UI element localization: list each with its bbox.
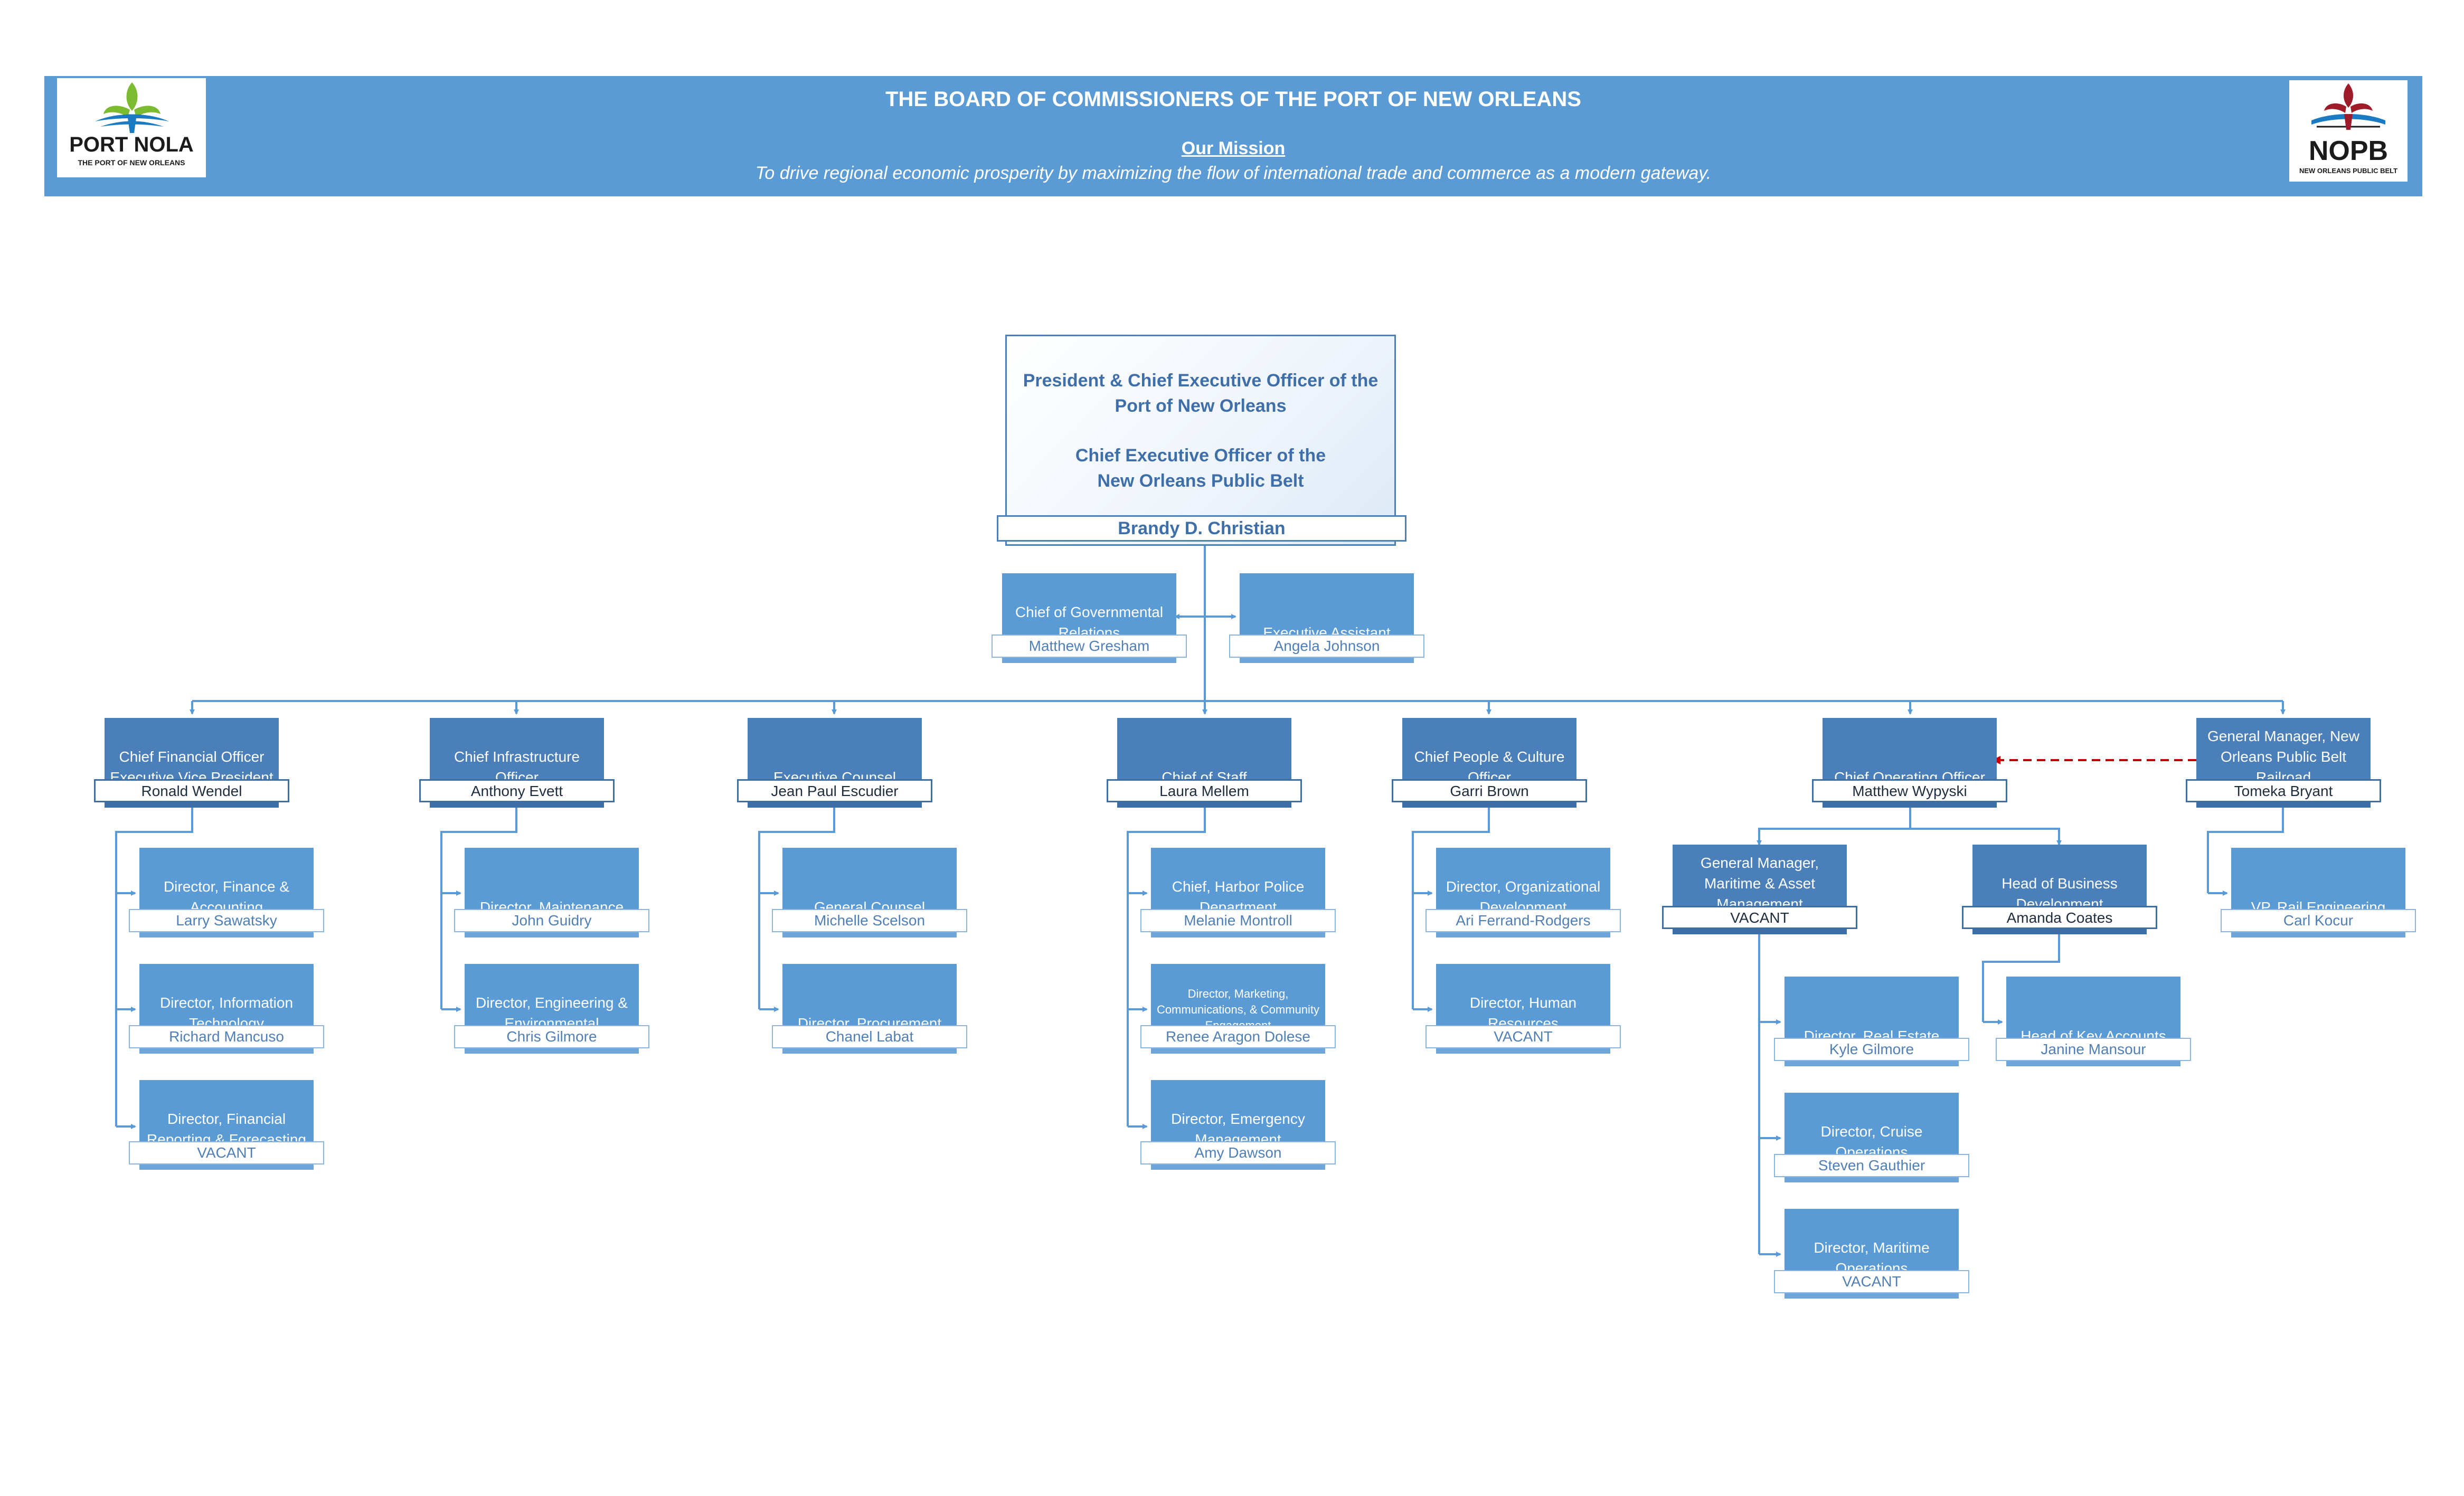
node-shadow bbox=[1436, 1048, 1610, 1054]
node-shadow bbox=[782, 1048, 957, 1054]
board-title: THE BOARD OF COMMISSIONERS OF THE PORT O… bbox=[885, 88, 1581, 111]
node-shadow bbox=[139, 932, 314, 938]
node-name: Chanel Labat bbox=[772, 1025, 967, 1048]
node-name: VACANT bbox=[1662, 906, 1857, 929]
node-name: Anthony Evett bbox=[419, 779, 615, 802]
nopb-logo: NOPB NEW ORLEANS PUBLIC BELT bbox=[2289, 80, 2408, 182]
ceo-title-line: President & Chief Executive Officer of t… bbox=[1023, 371, 1379, 391]
node-shadow bbox=[748, 802, 922, 808]
node-shadow bbox=[1823, 802, 1997, 808]
node-shadow bbox=[1240, 658, 1414, 663]
node-shadow bbox=[2006, 1061, 2180, 1066]
node-name: Jean Paul Escudier bbox=[737, 779, 932, 802]
node-shadow bbox=[1972, 929, 2147, 934]
ceo-title-line: Port of New Orleans bbox=[1115, 396, 1287, 416]
node-name: VACANT bbox=[129, 1141, 324, 1164]
node-name: Richard Mancuso bbox=[129, 1025, 324, 1048]
node-shadow bbox=[1151, 1164, 1325, 1170]
node-name: Janine Mansour bbox=[1996, 1038, 2191, 1061]
node-shadow bbox=[2231, 932, 2405, 938]
node-name: Garri Brown bbox=[1392, 779, 1587, 802]
railroad-fleur-de-lis-icon bbox=[2311, 83, 2385, 130]
node-shadow bbox=[1151, 1048, 1325, 1054]
node-shadow bbox=[1402, 802, 1576, 808]
node-shadow bbox=[782, 932, 957, 938]
node-shadow bbox=[430, 802, 604, 808]
ceo-title: President & Chief Executive Officer of t… bbox=[1007, 368, 1394, 494]
node-shadow bbox=[1785, 1293, 1959, 1299]
node-shadow bbox=[1436, 932, 1610, 938]
node-shadow bbox=[465, 1048, 639, 1054]
port-nola-logo: PORT NOLA THE PORT OF NEW ORLEANS bbox=[57, 78, 206, 177]
node-name: Angela Johnson bbox=[1229, 635, 1424, 658]
ceo-name: Brandy D. Christian bbox=[997, 515, 1406, 542]
node-name: Melanie Montroll bbox=[1140, 909, 1336, 932]
nopb-tagline: NEW ORLEANS PUBLIC BELT bbox=[2299, 167, 2398, 175]
node-shadow bbox=[1117, 802, 1291, 808]
node-name: Michelle Scelson bbox=[772, 909, 967, 932]
node-shadow bbox=[1785, 1061, 1959, 1066]
node-name: Matthew Gresham bbox=[992, 635, 1187, 658]
port-nola-tagline: THE PORT OF NEW ORLEANS bbox=[78, 158, 185, 167]
node-shadow bbox=[1151, 932, 1325, 938]
node-name: John Guidry bbox=[454, 909, 649, 932]
node-shadow bbox=[105, 802, 279, 808]
node-shadow bbox=[139, 1164, 314, 1170]
node-shadow bbox=[139, 1048, 314, 1054]
port-nola-brand: PORT NOLA bbox=[69, 133, 194, 156]
node-shadow bbox=[1785, 1177, 1959, 1182]
node-name: Laura Mellem bbox=[1107, 779, 1302, 802]
node-name: Chris Gilmore bbox=[454, 1025, 649, 1048]
node-name: Ari Ferrand-Rodgers bbox=[1425, 909, 1621, 932]
node-name: Steven Gauthier bbox=[1774, 1154, 1969, 1177]
node-name: Renee Aragon Dolese bbox=[1140, 1025, 1336, 1048]
node-shadow bbox=[1673, 929, 1847, 934]
fleur-de-lis-icon bbox=[95, 82, 169, 133]
node-name: VACANT bbox=[1425, 1025, 1621, 1048]
node-name: Ronald Wendel bbox=[94, 779, 289, 802]
node-name: Amy Dawson bbox=[1140, 1141, 1336, 1164]
node-name: Tomeka Bryant bbox=[2186, 779, 2381, 802]
nopb-brand: NOPB bbox=[2308, 136, 2389, 166]
node-name: Kyle Gilmore bbox=[1774, 1038, 1969, 1061]
node-name: VACANT bbox=[1774, 1270, 1969, 1293]
node-name: Carl Kocur bbox=[2221, 909, 2416, 932]
ceo-box: President & Chief Executive Officer of t… bbox=[1005, 335, 1396, 546]
node-name: Amanda Coates bbox=[1962, 906, 2157, 929]
node-shadow bbox=[2196, 802, 2371, 808]
node-name: Larry Sawatsky bbox=[129, 909, 324, 932]
mission-text: To drive regional economic prosperity by… bbox=[755, 163, 1712, 183]
ceo-title-line: Chief Executive Officer of the bbox=[1075, 446, 1326, 466]
node-shadow bbox=[1002, 658, 1176, 663]
node-name: Matthew Wypyski bbox=[1812, 779, 2007, 802]
mission-heading: Our Mission bbox=[1181, 138, 1286, 158]
node-shadow bbox=[465, 932, 639, 938]
header-banner: PORT NOLA THE PORT OF NEW ORLEANS THE BO… bbox=[44, 76, 2422, 196]
ceo-title-line: New Orleans Public Belt bbox=[1097, 471, 1304, 491]
